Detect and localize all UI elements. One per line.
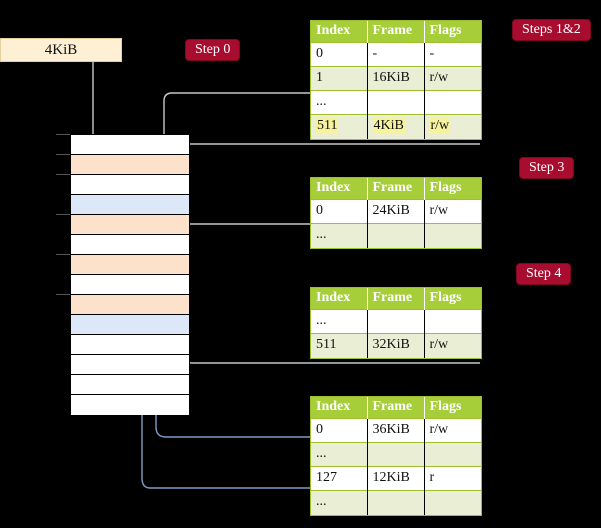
table-cell: [367, 223, 425, 248]
memory-tick-mark: [56, 254, 70, 255]
table-row: ...: [311, 490, 481, 515]
table-cell: [367, 490, 425, 515]
wire-steps12-out: [169, 143, 480, 169]
table-cell: r/w: [424, 114, 481, 139]
source-frame-box: 4KiB: [0, 38, 122, 62]
table-cell: ...: [311, 490, 368, 515]
table-cell: r/w: [424, 333, 481, 358]
table-cell: [424, 442, 481, 467]
table-cell: [367, 442, 425, 467]
table-cell: 511: [311, 114, 368, 139]
table-cell: 511: [311, 333, 368, 358]
table-cell: r: [424, 466, 481, 491]
highlighted-value: r/w: [429, 118, 451, 134]
table-row: ...: [311, 442, 481, 467]
table-cell: 127: [311, 466, 368, 491]
step-label-step0: Step 0: [186, 40, 240, 60]
memory-frame-row: [71, 175, 189, 195]
table-cell: 24KiB: [367, 199, 425, 224]
table-cell: 36KiB: [367, 418, 425, 443]
memory-frame-row: [71, 395, 189, 415]
table-cell: r/w: [424, 199, 481, 224]
memory-frame-row: [71, 315, 189, 335]
table-cell: 0: [311, 42, 368, 67]
table-cell: [367, 309, 425, 334]
table-cell: 12KiB: [367, 466, 425, 491]
memory-tick-mark: [56, 174, 70, 175]
column-header-index: Index: [311, 21, 368, 43]
memory-tick-mark: [56, 134, 70, 135]
memory-frame-row: [71, 275, 189, 295]
highlighted-value: 4KiB: [372, 118, 405, 134]
column-header-flags: Flags: [424, 288, 481, 310]
table-cell: 1: [311, 66, 368, 91]
table-row: ...: [311, 90, 481, 115]
table-cell: -: [424, 42, 481, 67]
step-label-step4: Step 4: [517, 264, 571, 284]
table-cell: ...: [311, 442, 368, 467]
memory-frame-row: [71, 355, 189, 375]
column-header-frame: Frame: [367, 288, 425, 310]
step-label-steps12: Steps 1&2: [513, 20, 590, 40]
column-header-index: Index: [311, 178, 368, 200]
table-cell: r/w: [424, 418, 481, 443]
column-header-flags: Flags: [424, 397, 481, 419]
table-cell: [424, 223, 481, 248]
column-header-frame: Frame: [367, 397, 425, 419]
table-cell: 32KiB: [367, 333, 425, 358]
memory-tick-mark: [56, 214, 70, 215]
column-header-index: Index: [311, 397, 368, 419]
table-cell: 0: [311, 199, 368, 224]
memory-frame-row: [71, 255, 189, 275]
table-cell: -: [367, 42, 425, 67]
column-header-index: Index: [311, 288, 368, 310]
column-header-flags: Flags: [424, 178, 481, 200]
table-row: 0--: [311, 42, 481, 67]
memory-frame-row: [71, 235, 189, 255]
physical-memory-column: [70, 134, 190, 415]
column-header-frame: Frame: [367, 178, 425, 200]
table-cell: ...: [311, 223, 368, 248]
table-cell: [424, 309, 481, 334]
table-row: ...: [311, 309, 481, 334]
table-cell: [424, 90, 481, 115]
column-header-flags: Flags: [424, 21, 481, 43]
memory-frame-row: [71, 335, 189, 355]
column-header-frame: Frame: [367, 21, 425, 43]
table-cell: [424, 490, 481, 515]
memory-frame-row: [71, 155, 189, 175]
table-row: ...: [311, 223, 481, 248]
table-cell: ...: [311, 90, 368, 115]
memory-frame-row: [71, 195, 189, 215]
table-cell: ...: [311, 309, 368, 334]
step-label-step3: Step 3: [520, 158, 574, 178]
memory-tick-mark: [56, 294, 70, 295]
memory-tick-mark: [56, 154, 70, 155]
highlighted-value: 511: [316, 118, 339, 134]
memory-frame-row: [71, 215, 189, 235]
table-row: 511 4KiB r/w: [311, 114, 481, 139]
table-cell: 16KiB: [367, 66, 425, 91]
table-cell: r/w: [424, 66, 481, 91]
memory-frame-row: [71, 135, 189, 155]
table-cell: 0: [311, 418, 368, 443]
table-cell: 4KiB: [367, 114, 425, 139]
table-cell: [367, 90, 425, 115]
memory-frame-row: [71, 375, 189, 395]
memory-frame-row: [71, 295, 189, 315]
